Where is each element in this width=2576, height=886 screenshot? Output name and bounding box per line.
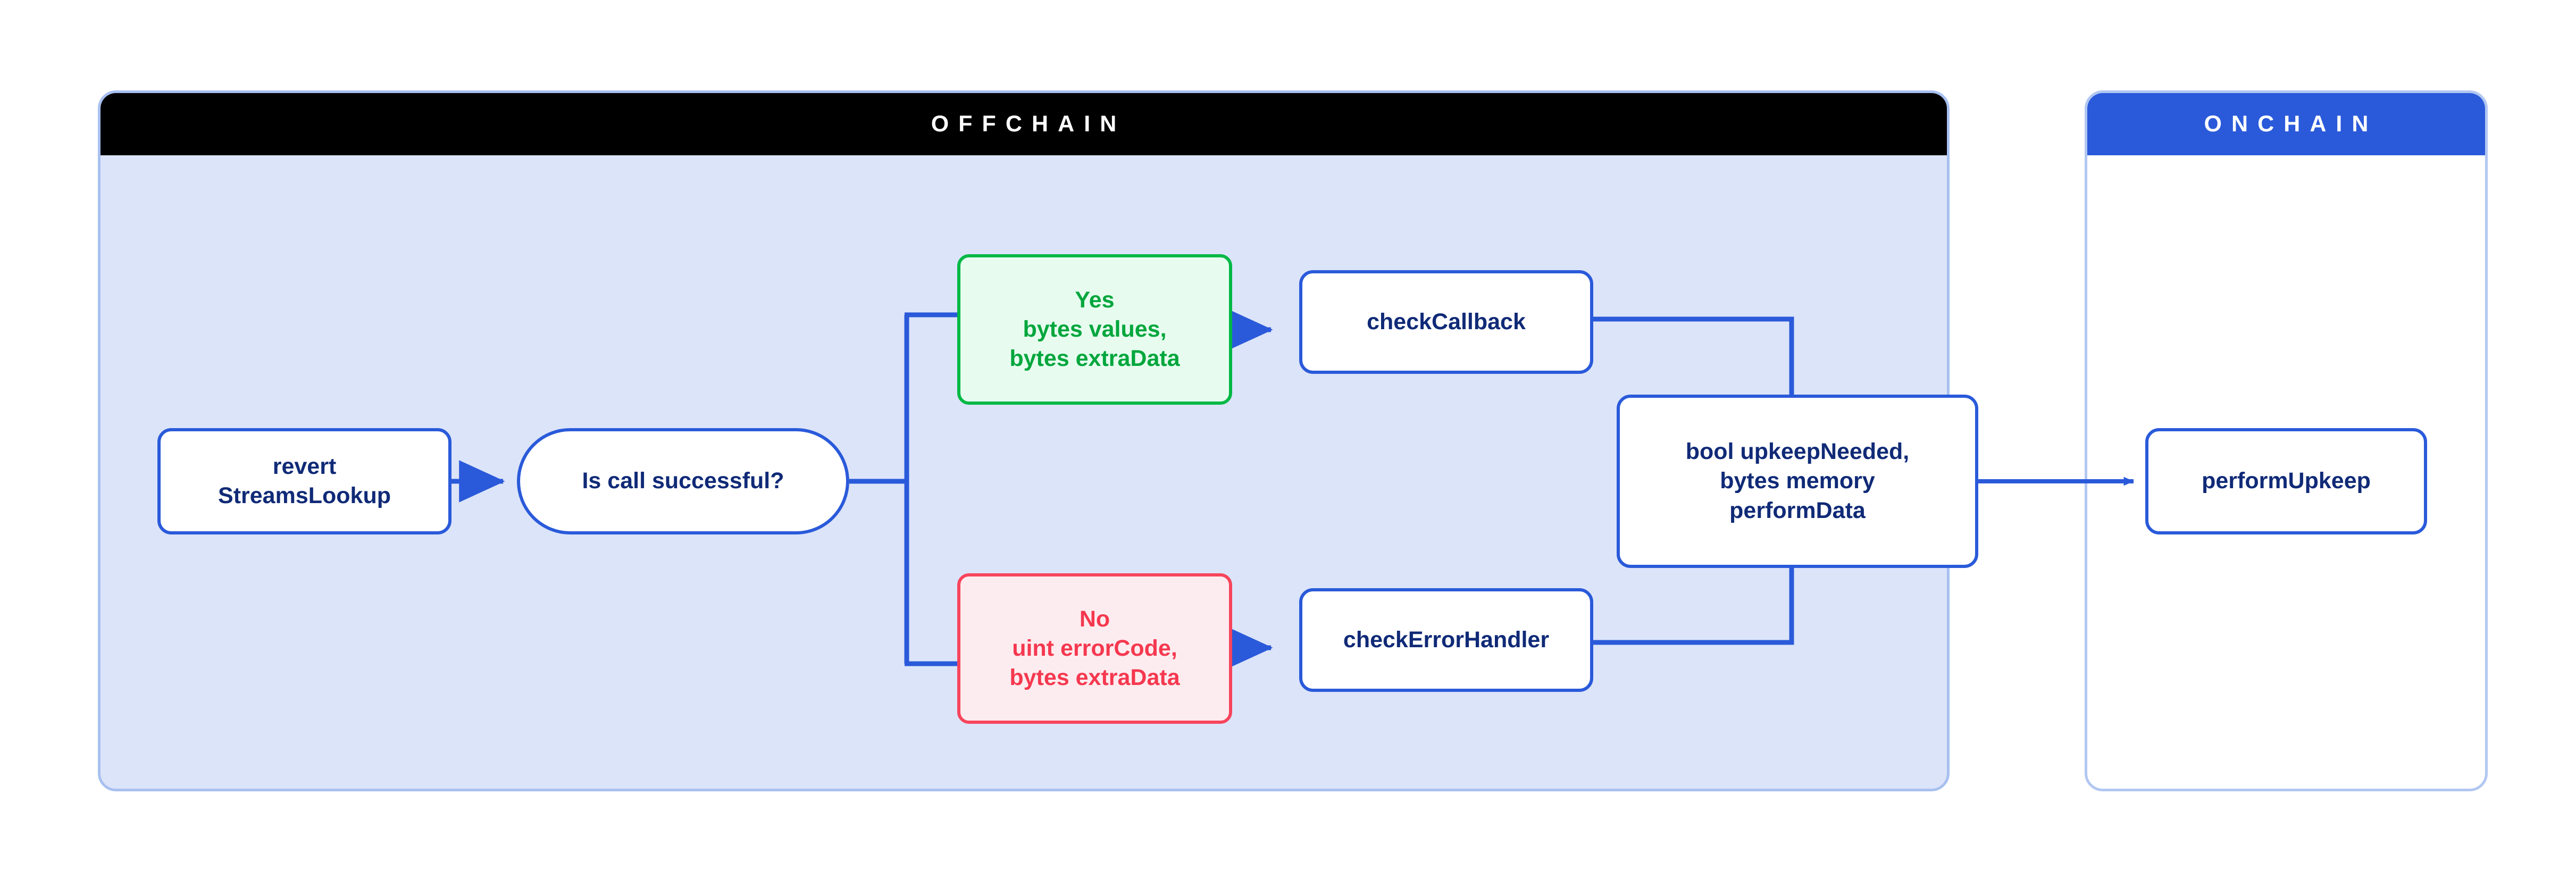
node-perform-upkeep-label: performUpkeep [2202,468,2371,494]
node-revert-streamslookup[interactable]: revert StreamsLookup [157,428,451,534]
node-is-call-successful[interactable]: Is call successful? [517,428,849,534]
node-yes-branch[interactable]: Yes bytes values, bytes extraData [957,254,1232,405]
onchain-panel-header: ONCHAIN [2087,93,2485,155]
node-no-branch-label: No uint errorCode, bytes extraData [1009,606,1180,691]
node-perform-upkeep[interactable]: performUpkeep [2145,428,2427,534]
node-yes-branch-label: Yes bytes values, bytes extraData [1009,287,1180,372]
node-check-callback-label: checkCallback [1367,308,1526,335]
node-check-callback[interactable]: checkCallback [1299,270,1593,374]
node-upkeep-needed[interactable]: bool upkeepNeeded, bytes memory performD… [1617,395,1978,568]
node-is-call-successful-label: Is call successful? [582,468,784,494]
node-upkeep-needed-label: bool upkeepNeeded, bytes memory performD… [1685,439,1910,523]
node-no-branch[interactable]: No uint errorCode, bytes extraData [957,573,1232,724]
node-check-error-handler-label: checkErrorHandler [1343,626,1550,653]
offchain-panel-header: OFFCHAIN [101,93,1947,155]
node-revert-streamslookup-label: revert StreamsLookup [218,453,391,508]
node-check-error-handler[interactable]: checkErrorHandler [1299,588,1593,692]
